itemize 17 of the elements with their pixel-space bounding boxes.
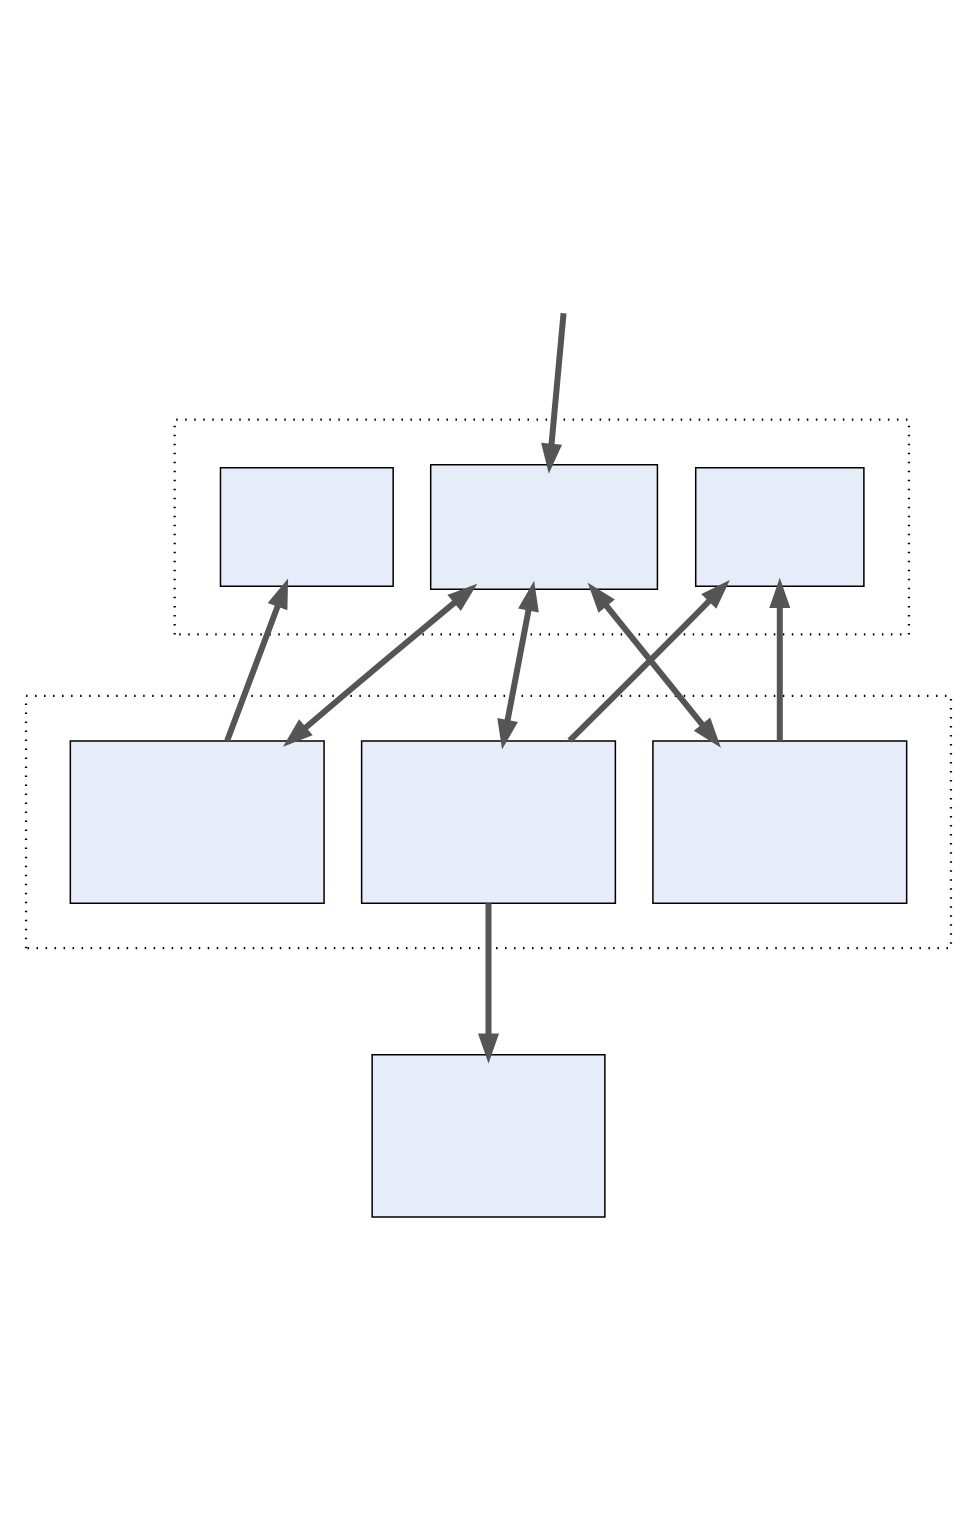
node-box bbox=[652, 739, 908, 904]
arrow bbox=[541, 312, 567, 474]
node-box bbox=[219, 466, 394, 587]
node-box bbox=[694, 466, 865, 587]
arrow bbox=[477, 902, 500, 1064]
node-box bbox=[360, 739, 617, 904]
arrow bbox=[497, 580, 539, 749]
arrow bbox=[769, 577, 791, 741]
cluster bbox=[24, 694, 953, 949]
arrow bbox=[282, 583, 478, 747]
node-box bbox=[429, 463, 659, 590]
node-box bbox=[371, 1053, 606, 1218]
arrow bbox=[224, 577, 289, 742]
arrow bbox=[587, 582, 721, 748]
arrow bbox=[567, 579, 730, 743]
cluster bbox=[173, 418, 911, 636]
node-box bbox=[69, 739, 325, 904]
